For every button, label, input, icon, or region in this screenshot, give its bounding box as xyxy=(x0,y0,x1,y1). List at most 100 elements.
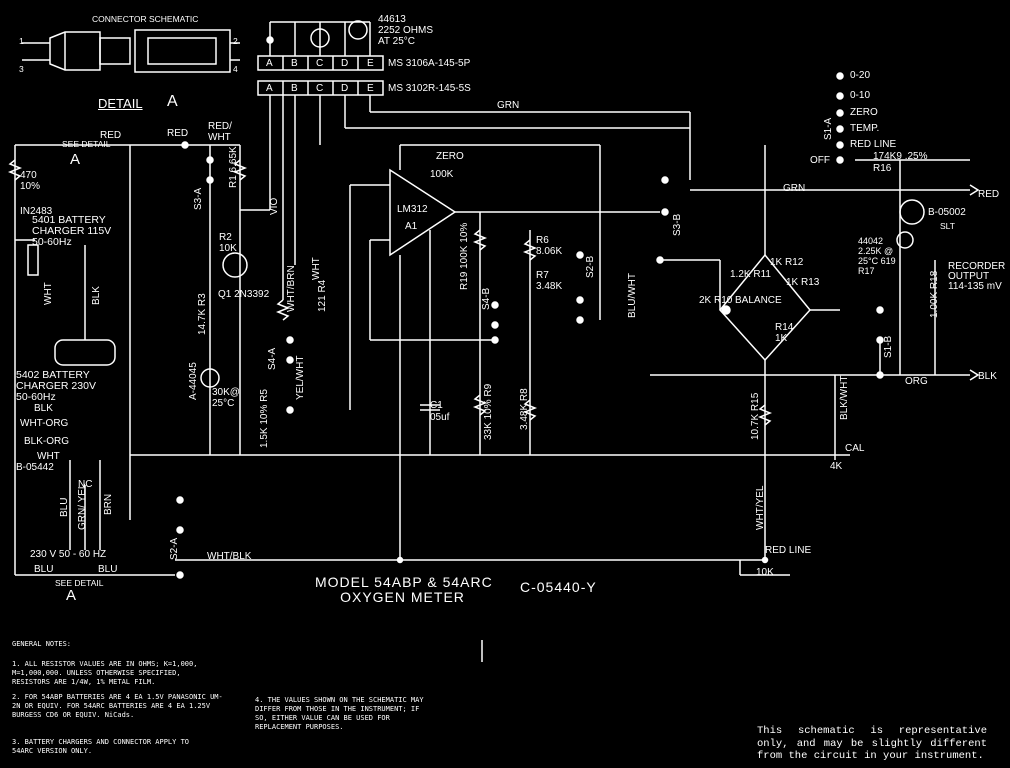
r12-label: 1K R12 xyxy=(770,257,804,268)
main-wires xyxy=(14,95,970,576)
switch-s2b: S2-B xyxy=(585,255,596,278)
off-label: OFF xyxy=(810,155,830,166)
grn-yel-label: GRN/ YEL xyxy=(77,483,88,531)
wire-wht-charger: WHT xyxy=(43,282,54,305)
wire-wht-yel: WHT/YEL xyxy=(755,485,766,530)
recorder-label: RECORDER OUTPUT 114-135 mV xyxy=(948,261,1006,292)
thermistor-part: 44613 xyxy=(378,14,406,25)
r18-label: 1.00K R18 xyxy=(929,270,940,318)
range-redline: RED LINE xyxy=(850,139,897,150)
note-3: 3. BATTERY CHARGERS AND CONNECTOR APPLY … xyxy=(12,738,190,755)
slt-label: SLT xyxy=(940,221,955,231)
wire-blu-2: BLU xyxy=(98,564,118,575)
cal-label: CAL xyxy=(845,443,865,454)
cal4k-label: 4K xyxy=(830,461,843,472)
blk-org-label: BLK-ORG xyxy=(24,436,70,447)
b05002-label: B-05002 xyxy=(928,207,966,218)
connector-detail-drawing xyxy=(22,29,240,73)
range-0-20: 0-20 xyxy=(850,70,871,81)
detail-label: DETAIL xyxy=(98,96,143,111)
switch-contacts xyxy=(176,72,884,579)
pot100k-label: 100K xyxy=(430,169,454,180)
b05442-label: B-05442 xyxy=(16,462,54,473)
pin-b-bottom: B xyxy=(291,83,298,94)
pin-e-bottom: E xyxy=(367,83,374,94)
c1-label: C1 05uf xyxy=(430,400,450,423)
r4-label: 121 R4 xyxy=(317,279,328,312)
switch-s1b: S1-B xyxy=(883,335,894,358)
detail-letter: A xyxy=(167,93,178,110)
zero-label: ZERO xyxy=(436,151,464,162)
a1-label: A1 xyxy=(405,221,418,232)
pin-4: 4 xyxy=(233,64,238,74)
q1-label: Q1 2N3392 xyxy=(218,289,270,300)
wire-vio: VIO xyxy=(269,197,280,215)
r13-label: 1K R13 xyxy=(786,277,820,288)
thermistor-value: 2252 OHMS xyxy=(378,25,434,36)
r2-label: R2 10K xyxy=(219,232,237,254)
r14-label: R14 1K xyxy=(775,322,794,344)
wire-blu-plug: BLU xyxy=(59,497,70,517)
wire-grn-top: GRN xyxy=(497,100,520,111)
drawing-number: C-05440-Y xyxy=(520,579,597,595)
lm312-label: LM312 xyxy=(397,204,428,215)
balance-label: BALANCE xyxy=(735,295,782,306)
see-detail-bottom: SEE DETAIL xyxy=(55,578,104,588)
pin-3: 3 xyxy=(19,64,24,74)
pin-a-bottom: A xyxy=(266,83,273,94)
r9-label: 33K 10% R9 xyxy=(483,383,494,440)
r5-label: 1.5K 10% R5 xyxy=(259,389,270,448)
switch-s4a: S4-A xyxy=(267,347,278,370)
r10-label: 2K R10 xyxy=(699,295,733,306)
a44045-label: A-44045 xyxy=(188,362,199,400)
note-4: 4. THE VALUES SHOWN ON THE SCHEMATIC MAY… xyxy=(255,696,424,731)
charger2-label: 5402 BATTERY CHARGER 230V 50-60Hz xyxy=(16,369,96,403)
r3-label: 14.7K R3 xyxy=(197,293,208,335)
pin-c-top: C xyxy=(316,58,324,69)
wire-wht-brn: WHT/BRN xyxy=(286,265,297,312)
r19-label: R19 100K 10% xyxy=(459,222,470,290)
r11-label: 1.2K R11 xyxy=(730,269,771,280)
wht-org-label: WHT-ORG xyxy=(20,418,69,429)
notes-title: GENERAL NOTES: xyxy=(12,640,72,648)
thermistor-temp: AT 25°C xyxy=(378,36,415,47)
wire-grn-right: GRN xyxy=(783,183,806,194)
thermistor30k-label: 30K@ 25°C xyxy=(212,387,240,409)
r8-label: 3.48K R8 xyxy=(519,388,530,430)
wire-yel-wht: YEL/WHT xyxy=(295,355,306,400)
wire-red-1: RED xyxy=(100,130,122,141)
wire-red-right: RED xyxy=(978,189,1000,200)
v230-label: 230 V 50 - 60 HZ xyxy=(30,549,107,560)
switch-s4b: S4-B xyxy=(481,287,492,310)
r7-label: R7 3.48K xyxy=(536,270,563,292)
r15-label: 10.7K R15 xyxy=(750,392,761,440)
connector-bottom-part: MS 3102R-145-5S xyxy=(388,83,471,94)
brn-label: BRN xyxy=(103,493,114,515)
r1-label: R1 6.65K xyxy=(228,146,239,188)
wire-wht-charger2: WHT xyxy=(37,451,60,462)
range-temp: TEMP. xyxy=(850,123,880,134)
thermistor-r17 xyxy=(896,231,914,249)
range-zero: ZERO xyxy=(850,107,878,118)
wire-wht-blk: WHT/BLK xyxy=(207,551,252,562)
r6-label: R6 8.06K xyxy=(536,235,563,257)
r17-label: 44042 2.25K @ 25°C 619 R17 xyxy=(858,236,896,276)
range-0-10: 0-10 xyxy=(850,90,871,101)
pin-d-bottom: D xyxy=(341,83,349,94)
wire-blk-right: BLK xyxy=(978,371,997,382)
wire-org: ORG xyxy=(905,376,928,387)
thermistor-a44045 xyxy=(200,368,220,388)
charger1-label: 5401 BATTERY CHARGER 115V 50-60Hz xyxy=(32,214,112,248)
redline10k-label: 10K xyxy=(756,567,774,578)
r16-label: 174K9 .25% R16 xyxy=(873,151,928,174)
pin-a-top: A xyxy=(266,58,273,69)
diode-label: IN2483 xyxy=(20,206,53,217)
pin-e-top: E xyxy=(367,58,374,69)
pin-c-bottom: C xyxy=(316,83,324,94)
nc-label: NC xyxy=(78,479,93,490)
pin-d-top: D xyxy=(341,58,349,69)
wire-wht: WHT xyxy=(311,257,322,280)
wire-blk-wht: BLK/WHT xyxy=(839,375,850,420)
wire-red-2: RED xyxy=(167,128,189,139)
wire-red-wht: RED/ WHT xyxy=(208,121,232,143)
